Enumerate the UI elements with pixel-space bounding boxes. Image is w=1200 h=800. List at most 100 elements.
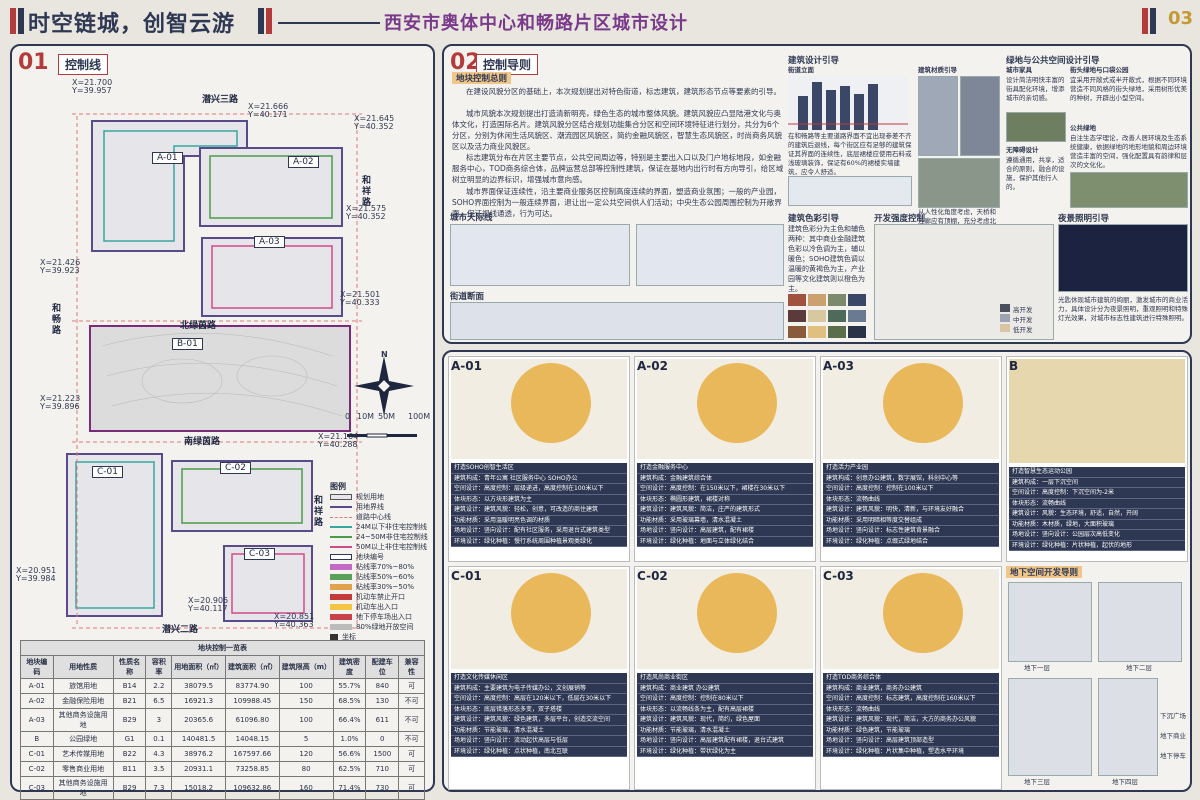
table-cell: 55.7%	[332, 678, 367, 694]
legend-swatch	[330, 516, 352, 518]
coord: Y=40.288	[318, 440, 358, 449]
plot-card-row: 体块形态：底层错落形态多变，双子塔楼	[451, 705, 627, 715]
underground-legend: 地下停车	[1160, 752, 1186, 760]
plot-card-row: 空间设计：高度控制：在150米以下，裙楼在30米以下	[637, 484, 813, 495]
underground-label: 地下一层	[1024, 664, 1050, 672]
material-photo	[960, 76, 1000, 156]
plot-card-row: 功能材质：节能玻璃，清水混凝土	[637, 726, 813, 736]
control-line-map	[66, 113, 417, 629]
plot-card-rows: 打造智慧生态运动公园 建筑构成：一层下沉空间空间设计：高度控制：下沉空间为-2米…	[1009, 467, 1185, 551]
legend-item: 贴线率50%~60%	[330, 572, 428, 582]
legend-swatch	[330, 554, 352, 560]
table-cell: 1.0%	[332, 731, 367, 747]
table-header-cell: 性质名称	[112, 655, 147, 679]
underground-plan	[1098, 582, 1182, 662]
plot-card-row: 建筑构成：创意办公建筑，数字展馆，科创中心等	[823, 474, 999, 484]
table-cell: 20365.6	[171, 708, 226, 732]
table-cell: 167597.66	[224, 746, 280, 762]
legend-title: 图例	[330, 482, 346, 491]
table-header-cell: 建筑限高（m）	[278, 655, 334, 679]
plot-card-row: 功能材质：采用玻璃幕墙，清水混凝土	[637, 516, 813, 526]
block-subtitle: 街道立面	[788, 66, 814, 74]
legend-item: 24~50M非住宅控制线	[330, 532, 428, 542]
table-cell: 109632.86	[224, 776, 280, 800]
table-cell: C-03	[20, 776, 54, 800]
legend-swatch	[330, 584, 352, 590]
guideline-panel: 02 控制导则 地块控制总则 在建设风貌分区的基础上，本次规划提出对特色街道，标…	[442, 44, 1192, 344]
table-cell: 艺术传媒用地	[52, 746, 114, 762]
section-name: 控制导则	[476, 54, 539, 75]
legend-swatch	[330, 546, 352, 548]
scale-label: 50M	[378, 412, 396, 421]
park-contours	[101, 332, 343, 417]
coord: X=21.645	[354, 114, 395, 123]
legend-item: 机动车出入口	[330, 602, 428, 612]
legend-swatch	[330, 526, 352, 528]
plot-card-label: A-01	[451, 359, 482, 373]
table-cell: B22	[112, 746, 147, 762]
table-header-cell: 用地性质	[52, 655, 114, 679]
plot-label: C-03	[244, 548, 275, 560]
legend-item: 用地界线	[330, 502, 428, 512]
plot-card-row: 空间设计：高度控制：层级递进，高度控制在100米以下	[451, 484, 627, 495]
coord: Y=39.984	[16, 574, 56, 583]
sun-circle	[883, 573, 963, 653]
plot-card-label: A-03	[823, 359, 854, 373]
road-label: 潜兴三路	[202, 95, 239, 105]
block-title: 城市天际线	[450, 213, 493, 223]
coord: X=21.575	[346, 204, 387, 213]
night-note: 光匙休现城市建筑的绚丽，激发城市的商业活力，具体设计分为夜景照明，重观照明和特殊…	[1058, 296, 1188, 322]
plot-card-row: 场地设计：竖向设计：高层建筑，配有裙楼	[637, 526, 813, 537]
legend-swatch	[330, 594, 352, 600]
road-label: 潜兴二路	[162, 625, 199, 635]
plot-label: A-02	[288, 156, 319, 168]
coord: Y=40.352	[346, 212, 386, 221]
plot-card-row: 建筑构成：商业建筑 办公建筑	[637, 684, 813, 694]
plot-card-row: 建筑设计：建筑风貌：现代，简约，绿色屋面	[637, 715, 813, 726]
pocket-note: 宜采用开敞式或半开敞式，根据不同环境营造不同风格的街头绿地，采用树形优美的种树，…	[1070, 76, 1187, 102]
underground-title: 地下空间开发导则	[1006, 566, 1083, 578]
subsection-title: 地块控制总则	[452, 72, 512, 84]
road-label: 和祥路	[362, 176, 372, 208]
legend-swatch	[330, 564, 352, 570]
table-cell: 可	[398, 678, 425, 694]
legend-item: 地下停车场出入口	[330, 612, 428, 622]
table-header-cell: 建筑密度	[332, 655, 367, 679]
table-cell: C-01	[20, 746, 54, 762]
plot-label: C-01	[92, 466, 123, 478]
plot-card-target: 打造SOHO创智生活区	[451, 463, 627, 474]
plot-card-row: 场地设计：竖向设计：配有社区服务，采用退台式建筑类型	[451, 526, 627, 537]
park-render	[1009, 359, 1185, 463]
plot-card-rows: 打造风尚商业街区建筑构成：商业建筑 办公建筑空间设计：高度控制：控制在80米以下…	[637, 673, 813, 757]
plot-card-row: 体块形态：流畅曲线	[823, 705, 999, 715]
coord: Y=40.352	[354, 122, 394, 131]
table-cell: 可	[398, 746, 425, 762]
table-cell: 旅馆用地	[52, 678, 114, 694]
plot-card-b: B 打造智慧生态运动公园 建筑构成：一层下沉空间空间设计：高度控制：下沉空间为-…	[1006, 356, 1188, 562]
block-subtitle: 街头绿地与口袋公园	[1070, 66, 1129, 74]
table-cell: 130	[365, 693, 400, 709]
coord: Y=40.333	[340, 298, 380, 307]
material-photo	[918, 158, 1000, 208]
page-title: 西安市奥体中心和畅路片区城市设计	[384, 13, 688, 34]
coord: Y=39.957	[72, 86, 112, 95]
legend-swatch	[330, 574, 352, 580]
table-cell: 20931.1	[171, 761, 226, 777]
underground-label: 地下二层	[1126, 664, 1152, 672]
table-cell: 可	[398, 761, 425, 777]
furniture-photo	[1006, 112, 1066, 142]
table-cell: 14048.15	[224, 731, 280, 747]
table-cell: 160	[278, 776, 334, 800]
header-accent-bar	[266, 8, 272, 34]
plot-outline	[75, 461, 155, 609]
plot-outline	[199, 147, 343, 227]
table-cell: 150	[278, 693, 334, 709]
block-subtitle: 无障碍设计	[1006, 146, 1039, 154]
coord: X=21.501	[340, 290, 381, 299]
plot-card-row: 环境设计：绿化种植：点缀式绿地结合	[823, 537, 999, 547]
paragraph: 城市界面保证连续性，沿主要商业服务区控制高度连续的界面，塑造商业氛围；一般的产业…	[452, 187, 782, 218]
